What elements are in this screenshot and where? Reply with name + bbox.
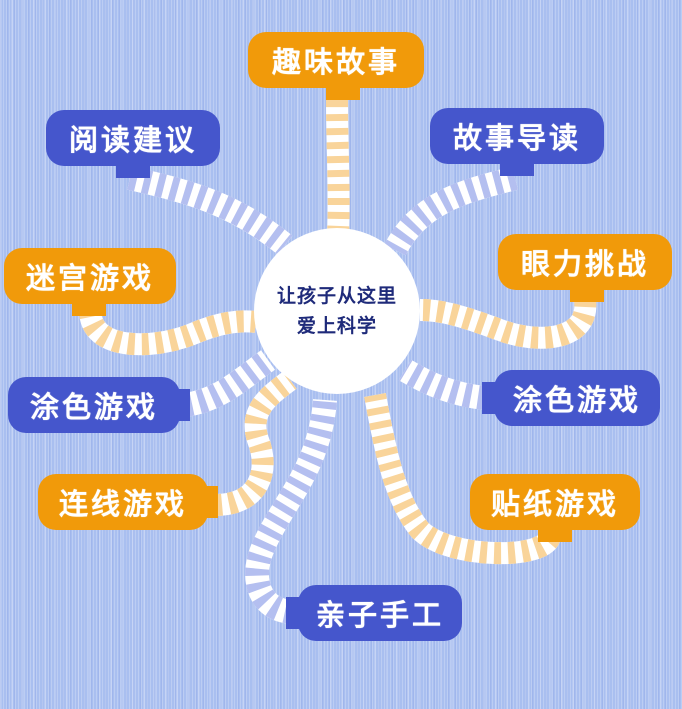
node-tab xyxy=(326,84,360,100)
node-fun-stories[interactable]: 趣味故事 xyxy=(248,32,424,100)
node-reading-advice[interactable]: 阅读建议 xyxy=(46,110,220,178)
node-tab xyxy=(72,300,106,316)
node-tab xyxy=(538,526,572,542)
connector-coloring-left xyxy=(182,350,276,417)
node-maze-game[interactable]: 迷宫游戏 xyxy=(4,248,176,316)
node-label: 阅读建议 xyxy=(68,123,197,157)
connector-fun-stories xyxy=(326,99,350,236)
central-topic-line1: 让孩子从这里 xyxy=(276,285,397,307)
node-tab xyxy=(482,382,498,414)
node-connect-dots-game[interactable]: 连线游戏 xyxy=(38,474,218,530)
node-label: 趣味故事 xyxy=(271,45,400,79)
central-topic-line2: 爱上科学 xyxy=(296,315,377,337)
node-parent-child-craft[interactable]: 亲子手工 xyxy=(286,585,462,641)
node-label: 连线游戏 xyxy=(58,487,187,521)
node-label: 贴纸游戏 xyxy=(490,487,619,521)
node-sticker-game[interactable]: 贴纸游戏 xyxy=(470,474,640,542)
node-coloring-game-left[interactable]: 涂色游戏 xyxy=(8,377,190,433)
node-coloring-game-right[interactable]: 涂色游戏 xyxy=(482,370,660,426)
node-label: 迷宫游戏 xyxy=(25,261,154,295)
node-tab xyxy=(570,286,604,302)
node-tab xyxy=(116,162,150,178)
connector-connect-dots xyxy=(214,371,297,516)
connector-parent-child-craft xyxy=(245,398,337,624)
node-eyesight-challenge[interactable]: 眼力挑战 xyxy=(498,234,672,302)
node-label: 涂色游戏 xyxy=(512,383,641,417)
connector-reading-advice xyxy=(127,166,293,255)
node-label: 涂色游戏 xyxy=(29,390,158,424)
node-tab xyxy=(174,389,190,421)
connector-coloring-right xyxy=(398,359,487,410)
node-tab xyxy=(202,486,218,518)
connector-maze-game xyxy=(79,308,258,356)
node-story-guide[interactable]: 故事导读 xyxy=(430,108,604,176)
connector-sticker-game xyxy=(364,393,561,565)
node-label: 故事导读 xyxy=(452,121,581,155)
central-topic: 让孩子从这里 爱上科学 xyxy=(254,228,420,394)
node-label: 眼力挑战 xyxy=(520,247,649,281)
node-tab xyxy=(286,597,302,629)
node-tab xyxy=(500,160,534,176)
connector-story-guide xyxy=(384,166,519,256)
connector-eyesight-challenge xyxy=(419,298,597,349)
node-label: 亲子手工 xyxy=(315,598,444,632)
